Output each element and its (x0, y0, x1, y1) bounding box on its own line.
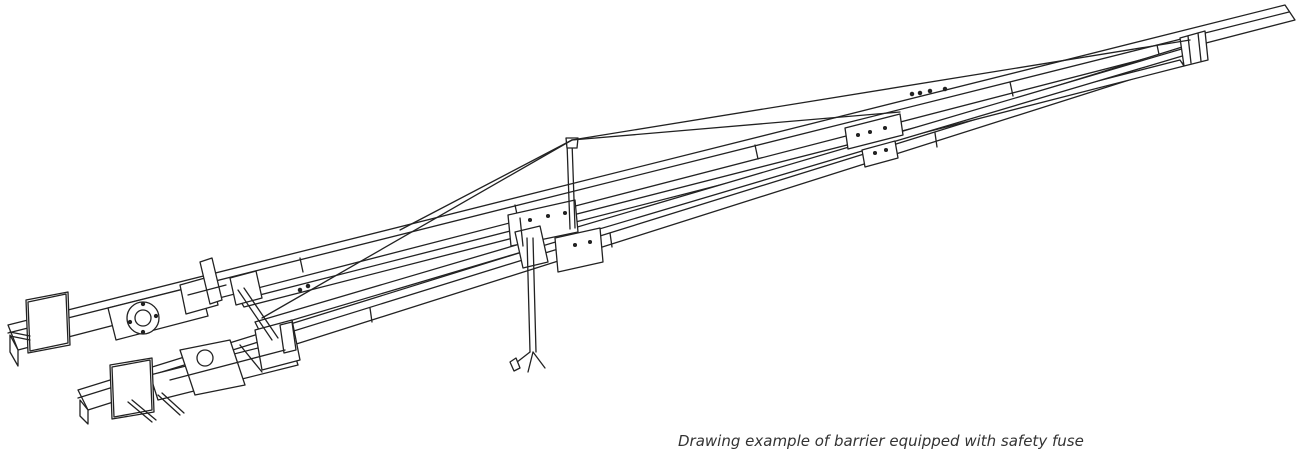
tie-rods (237, 287, 279, 341)
upper-joint-box (1179, 30, 1209, 67)
mast-and-cables (261, 39, 1191, 319)
upper-hinge (107, 257, 263, 341)
upper-boom (7, 4, 1296, 367)
brace-bars (239, 47, 1190, 331)
figure-caption: Drawing example of barrier equipped with… (678, 432, 1084, 450)
upper-counterweight (9, 291, 71, 354)
lower-counterweight (109, 357, 185, 423)
middle-joint-boxes (844, 113, 904, 168)
support-leg (509, 237, 546, 373)
center-joint (507, 199, 604, 273)
